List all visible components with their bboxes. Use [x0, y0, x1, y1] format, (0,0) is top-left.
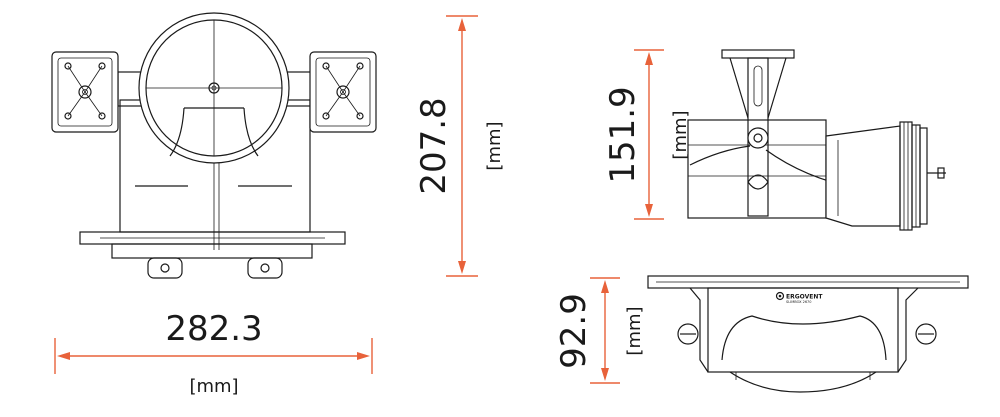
side-height-value: 151.9: [603, 86, 643, 183]
model-name: SLIMBOX 2670: [786, 300, 812, 304]
side-spigot: [825, 125, 901, 227]
top-depth-dimension: [590, 277, 620, 384]
front-width-dimension: [54, 338, 373, 374]
front-width-value: 282.3: [165, 309, 262, 349]
side-knob: [747, 127, 769, 149]
front-height-value: 207.8: [414, 97, 454, 194]
brand-logo-icon: [775, 291, 785, 301]
side-height-unit: [mm]: [670, 110, 691, 159]
front-bracket-left: [51, 51, 119, 133]
front-bracket-right: [309, 51, 377, 133]
front-height-unit: [mm]: [484, 121, 505, 170]
front-width-unit: [mm]: [189, 376, 238, 397]
top-depth-unit: [mm]: [624, 306, 645, 355]
brand-name: ERGOVENT: [786, 294, 823, 301]
front-lug-right: [247, 257, 283, 279]
front-spigot: [138, 12, 290, 164]
side-view: [687, 49, 946, 231]
side-height-dimension: [634, 49, 664, 220]
top-depth-value: 92.9: [554, 293, 594, 369]
top-view: [647, 275, 969, 393]
front-view: [51, 12, 377, 279]
front-height-dimension: [446, 15, 478, 277]
top-body: [707, 287, 899, 373]
front-lug-left: [147, 257, 183, 279]
